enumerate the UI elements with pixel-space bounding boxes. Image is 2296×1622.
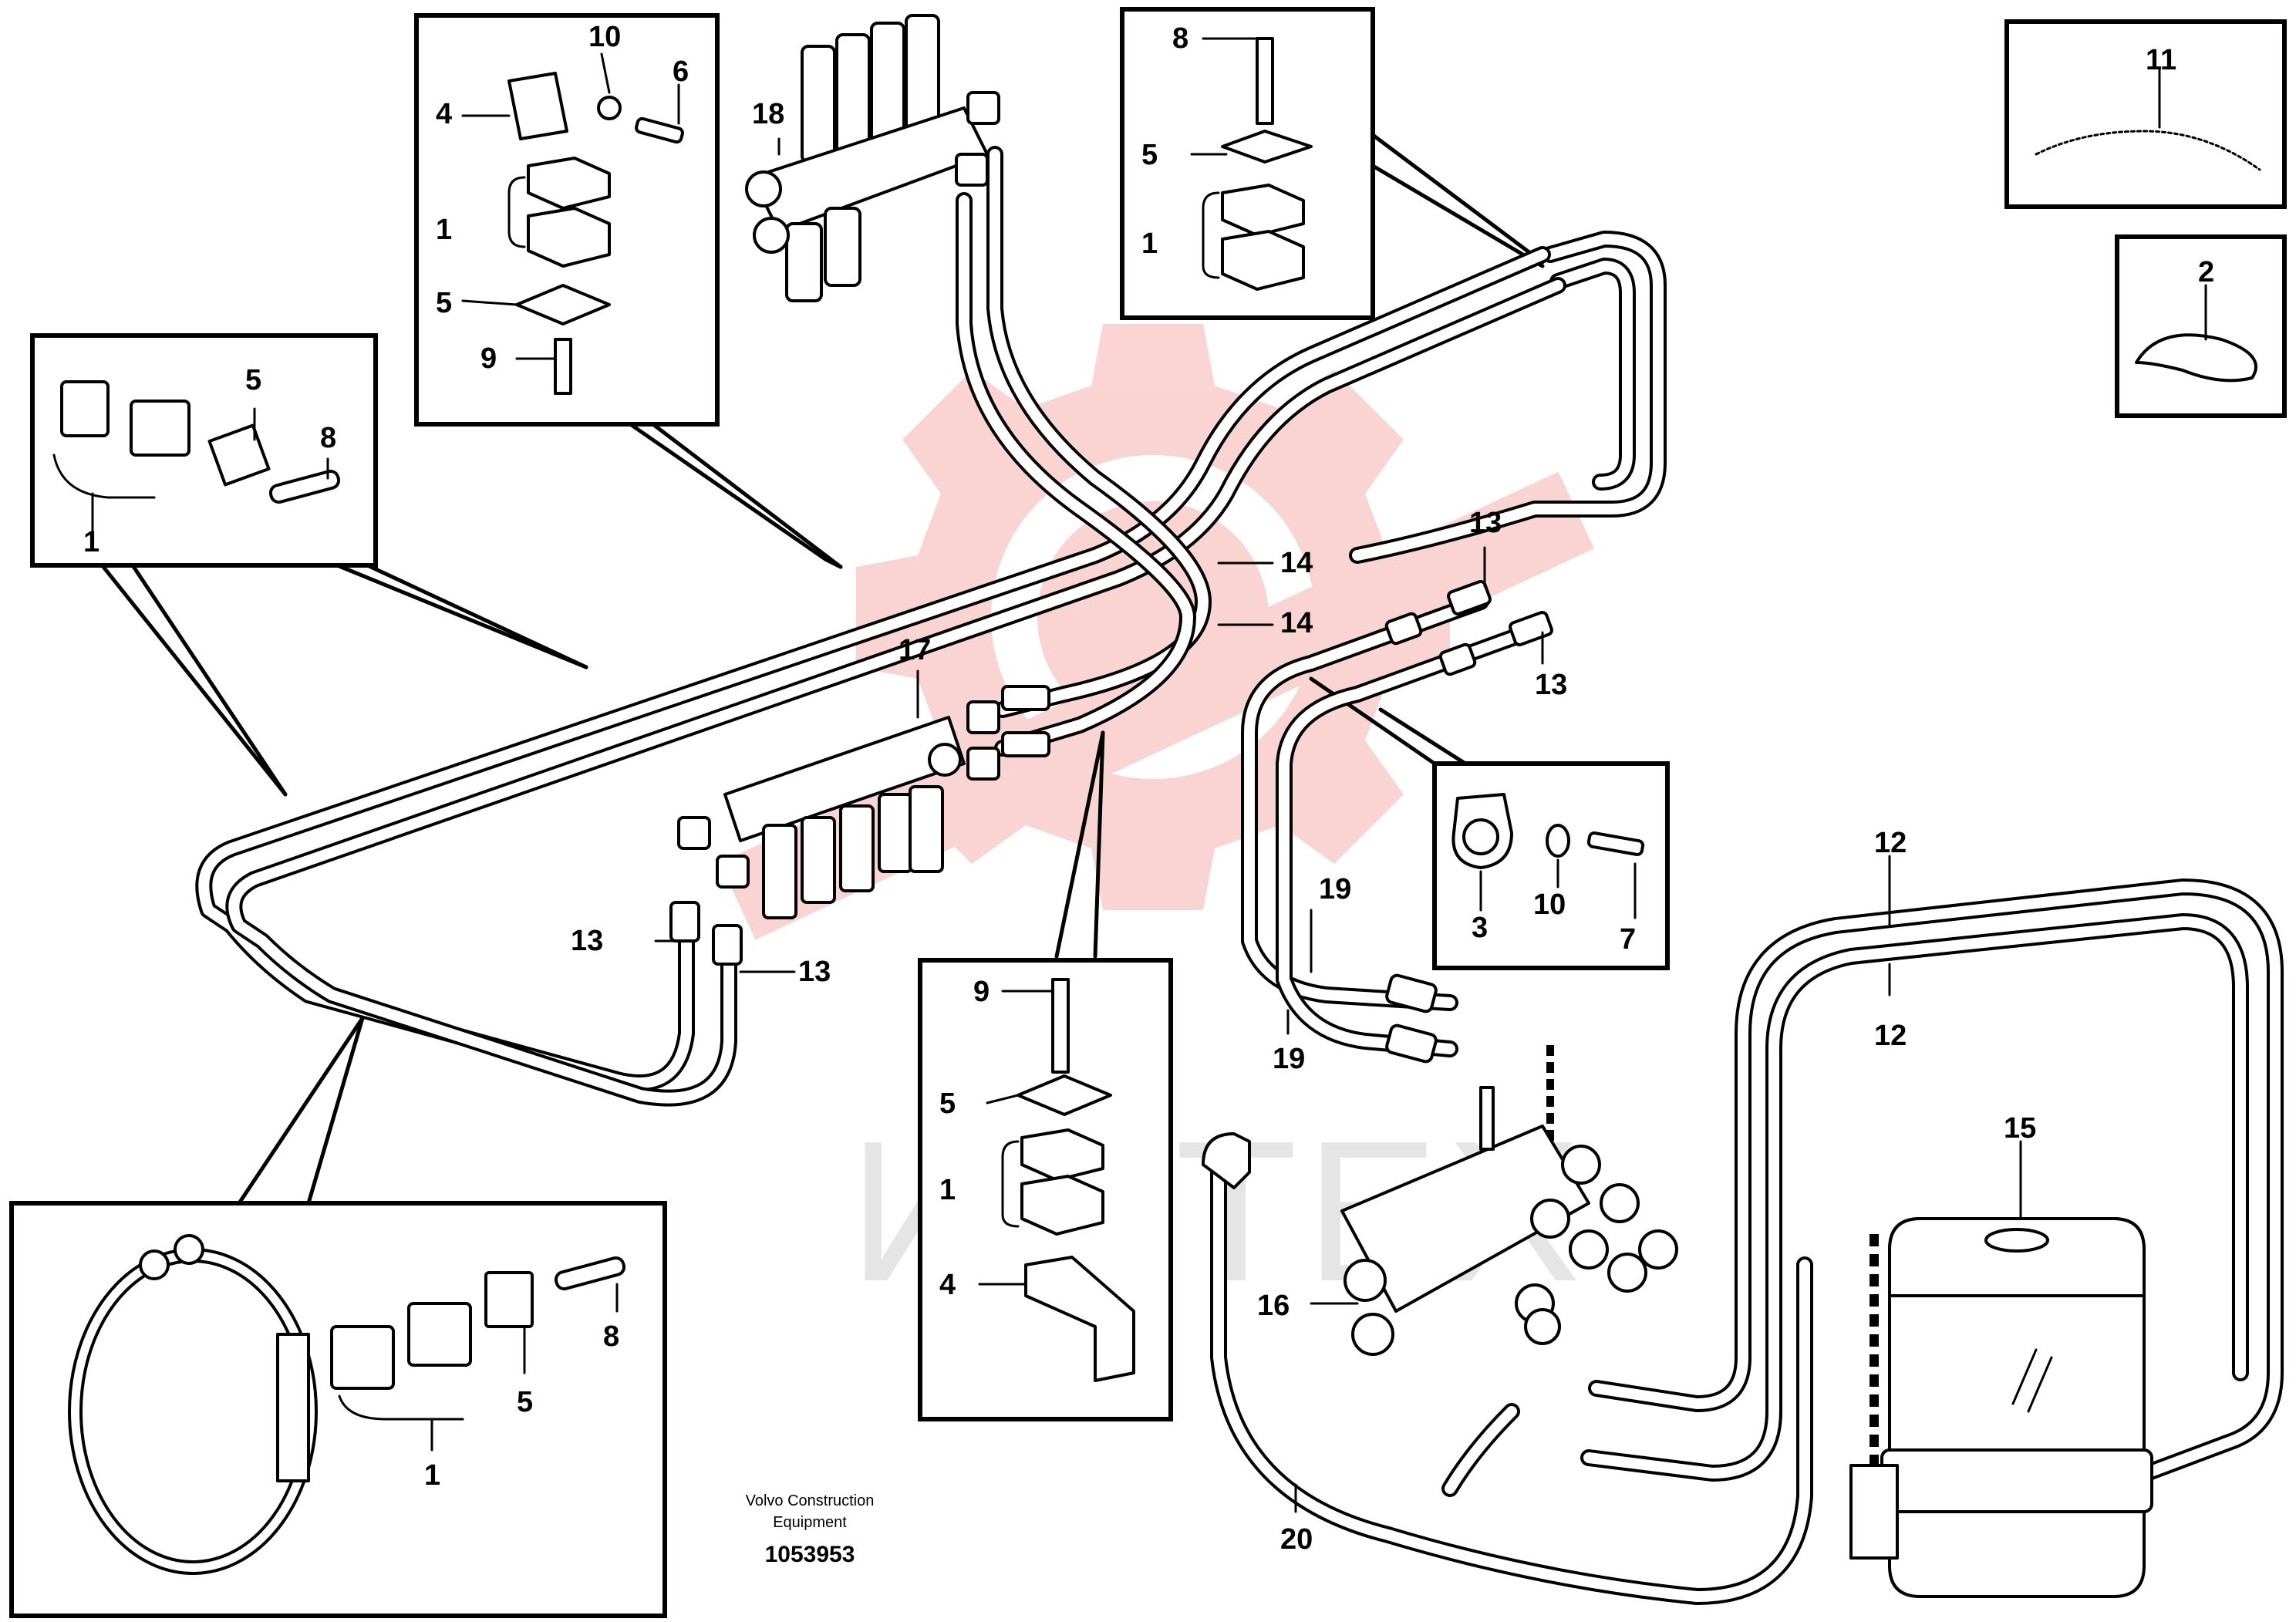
detail-box-clamp-top-right	[1120, 7, 1375, 320]
callout-7: 7	[1620, 923, 1636, 956]
callout-4-m: 4	[939, 1269, 956, 1301]
callout-leaders	[654, 137, 2022, 1513]
callout-6-t: 6	[673, 56, 689, 88]
callout-5-bl: 5	[517, 1386, 533, 1418]
detail-box-bracket-middle	[918, 958, 1173, 1421]
company-line-2: Equipment	[773, 1514, 847, 1531]
distribution-valve-17	[677, 685, 1050, 919]
hose-network	[195, 146, 2284, 1605]
callout-5-tl: 5	[245, 364, 261, 396]
callout-12-b: 12	[1874, 1020, 1907, 1052]
callout-16: 16	[1257, 1290, 1290, 1322]
callout-8-tl: 8	[320, 422, 336, 454]
company-line-1: Volvo Construction	[746, 1492, 875, 1509]
callout-8-bl: 8	[603, 1320, 619, 1353]
detail-box-p-clamp	[1432, 761, 1670, 970]
callout-1-bl: 1	[424, 1459, 440, 1492]
detail-box-spiral-guard	[2004, 19, 2287, 209]
callout-15: 15	[2004, 1112, 2036, 1145]
callout-5-t: 5	[436, 287, 452, 319]
callout-13-r: 13	[1535, 669, 1567, 701]
callout-19-a: 19	[1319, 873, 1351, 905]
callout-2: 2	[2198, 256, 2214, 288]
box-leaders	[98, 133, 1545, 1206]
callout-5-tr: 5	[1141, 139, 1158, 171]
detail-box-clamp-top-left	[30, 333, 378, 568]
callout-1-tr: 1	[1141, 228, 1158, 260]
detail-box-clamp-top	[414, 13, 720, 427]
distribution-valve-16	[1202, 1086, 1678, 1356]
callout-1-m: 1	[939, 1174, 956, 1206]
callout-13-tr: 13	[1469, 507, 1502, 539]
callout-14-a: 14	[1280, 547, 1313, 579]
callout-9-m: 9	[973, 976, 990, 1008]
callout-13-l: 13	[571, 925, 603, 957]
callout-10-t: 10	[588, 21, 621, 53]
callout-17: 17	[899, 634, 931, 666]
callout-3: 3	[1472, 912, 1488, 944]
callout-9-t: 9	[480, 342, 497, 375]
callout-20: 20	[1280, 1523, 1313, 1556]
distribution-valve-18	[745, 14, 1000, 302]
callout-labels: 1 5 8 10 4 6 1 5 9 18 8 5 1 11 2 14 14 1…	[83, 21, 2214, 1556]
footer-info: Volvo Construction Equipment 1053953	[746, 1492, 875, 1567]
callout-18: 18	[752, 98, 784, 130]
callout-1-t: 1	[436, 214, 452, 246]
callout-11: 11	[2146, 44, 2176, 76]
callout-1-tl: 1	[83, 526, 99, 558]
callout-14-b: 14	[1280, 607, 1313, 639]
callout-5-m: 5	[939, 1088, 956, 1120]
drawing-number: 1053953	[765, 1542, 855, 1567]
detail-box-band-clamp	[9, 1201, 667, 1618]
detail-box-cable-tie	[2115, 234, 2287, 418]
callout-13-lb: 13	[798, 956, 831, 988]
hose-fittings-13	[669, 580, 1553, 1064]
callout-19-b: 19	[1273, 1043, 1305, 1075]
callout-8-tr: 8	[1172, 22, 1188, 55]
callout-4-t: 4	[436, 98, 452, 130]
callout-10-r: 10	[1533, 889, 1566, 921]
callout-12-a: 12	[1874, 827, 1907, 859]
lubricant-tank-15	[1849, 1217, 2153, 1598]
